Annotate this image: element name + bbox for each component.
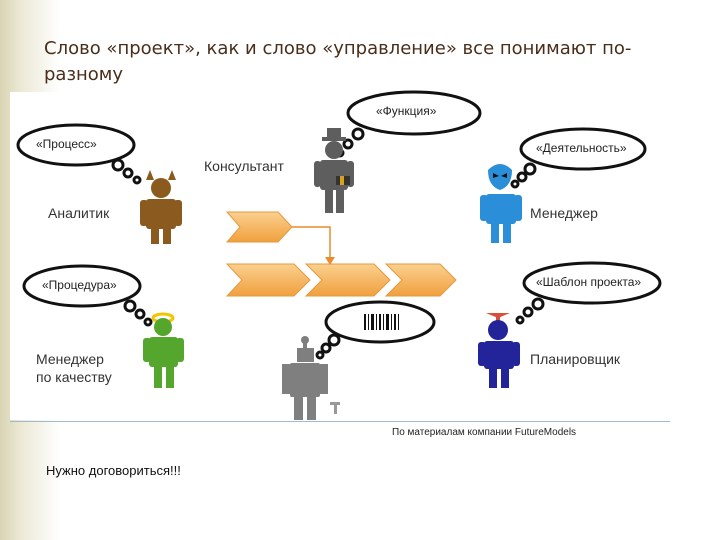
manager-figure (480, 164, 522, 243)
consultant-figure (314, 128, 354, 213)
connector-arrow (292, 226, 335, 265)
bubble-procedure-text: «Процедура» (42, 278, 117, 292)
bubble-function-text: «Функция» (376, 104, 437, 118)
chevron-top (225, 211, 293, 243)
bubble-process-text: «Процесс» (36, 137, 97, 151)
chevron-3 (384, 263, 457, 297)
label-analyst: Аналитик (48, 205, 110, 221)
thought-bubble-procedure (22, 264, 153, 327)
analyst-figure (140, 170, 182, 244)
label-consultant: Консультант (204, 158, 284, 174)
thought-bubble-project-template (515, 261, 662, 325)
divider-line (10, 421, 670, 422)
footer-note: Нужно договориться!!! (46, 463, 181, 478)
label-manager: Менеджер (530, 205, 598, 221)
label-quality-manager: Менеджер по качеству (36, 351, 112, 385)
bubble-project-template-text: «Шаблон проекта» (536, 275, 642, 289)
thought-bubble-activity (510, 127, 647, 189)
barcode-icon (364, 314, 399, 330)
robot-figure (282, 336, 340, 420)
chevron-2 (304, 263, 391, 297)
source-credit: По материалам компании FutureModels (392, 427, 577, 438)
quality-manager-figure (143, 312, 184, 388)
page-title: Слово «проект», как и слово «управление»… (44, 38, 632, 85)
thought-bubble-process (16, 123, 142, 185)
label-planner: Планировщик (530, 351, 621, 367)
chevron-1 (225, 263, 311, 297)
thought-bubble-barcode (315, 300, 436, 360)
thought-bubble-function (335, 90, 482, 158)
bubble-activity-text: «Деятельность» (536, 141, 627, 155)
process-chevrons (225, 211, 457, 297)
planner-figure (478, 313, 520, 388)
